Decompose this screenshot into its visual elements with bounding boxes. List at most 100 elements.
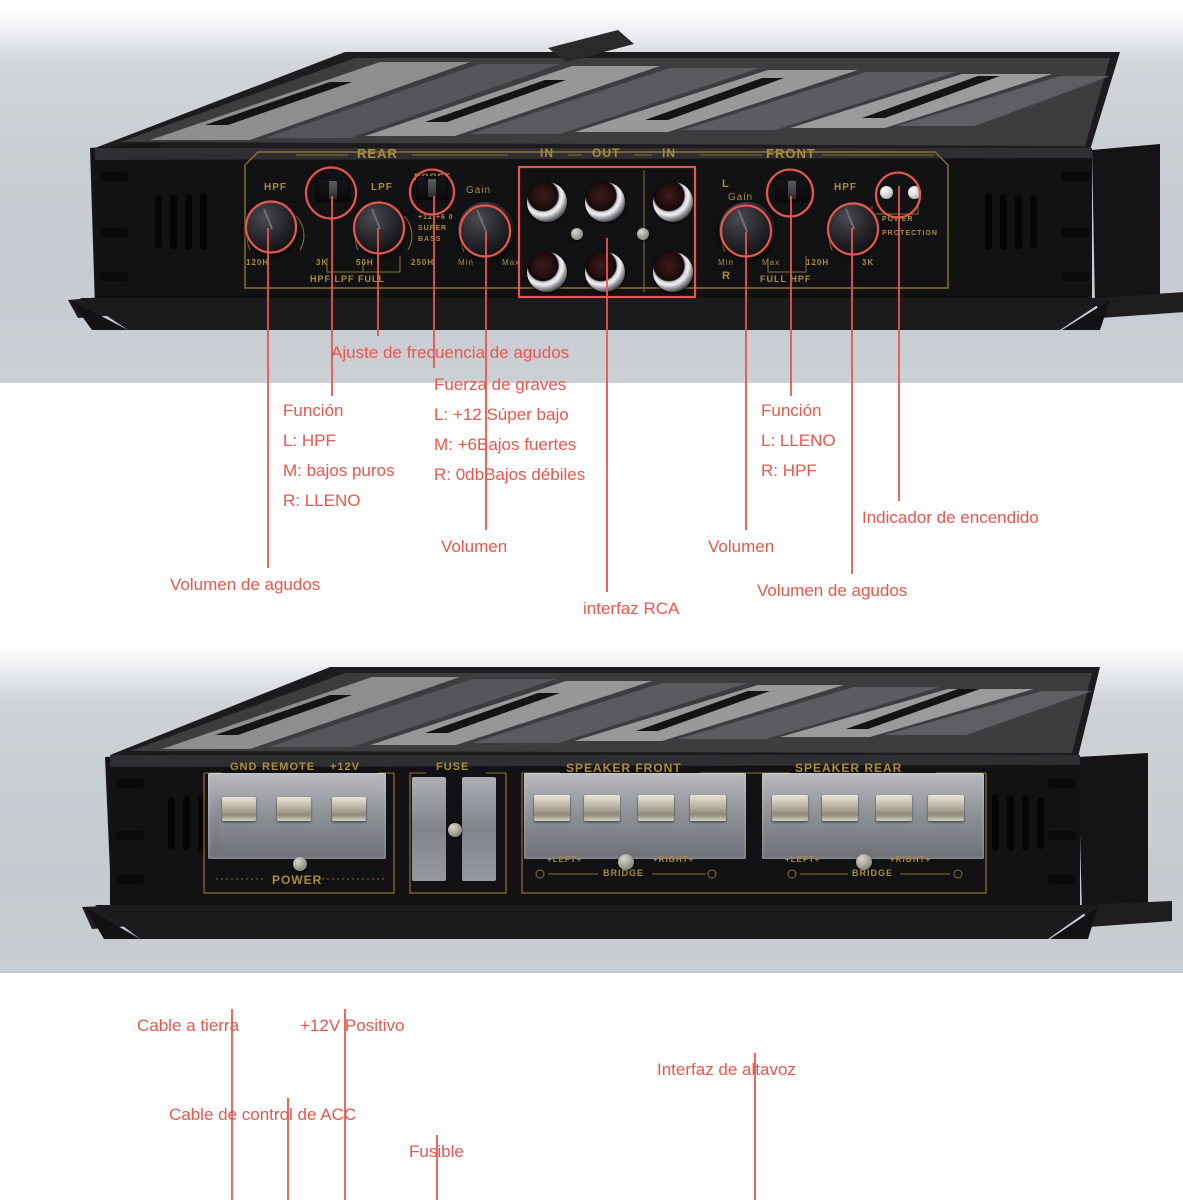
annotation-line: interfaz RCA [583,599,680,618]
annotation-line: L: HPF [283,431,336,450]
annotation-line: Cable a tierra [137,1016,240,1035]
annotation-line: L: +12 Súper bajo [434,405,569,424]
rca-jack-out-right[interactable] [585,252,625,292]
annotation-line: Volumen de agudos [757,581,908,600]
power-block-screw [293,857,307,871]
switch-rear-bass-boost[interactable] [416,176,448,200]
annotation-line: M: bajos puros [283,461,395,480]
annotation-ajuste-de-frecuencia-de-agudos: Ajuste de frecuencia de agudos [331,338,569,367]
panel-screw-right [637,228,649,240]
silk-boost-line1: +12 +6 0 [418,214,454,221]
speaker-rear-left-neg[interactable] [822,795,858,821]
silk-scale-120h-front: 120H [806,258,830,267]
silk-plus12v: +12V [330,761,360,773]
silk-speaker-rear: SPEAKER REAR [795,761,903,775]
rca-jack-rear-in-right[interactable] [527,252,567,292]
rca-jack-rear-in-left[interactable] [527,182,567,222]
silk-scale-max-rear: Max [502,258,521,267]
annotation-line: Función [761,401,822,420]
gnd-terminal-screw[interactable] [222,797,256,821]
switch-front-function[interactable] [775,178,809,202]
silk-in-right: IN [662,146,676,160]
annotation-line: Ajuste de frecuencia de agudos [331,343,570,362]
annotation-cable-a-tierra: Cable a tierra [137,1011,239,1040]
silk-out: OUT [592,146,621,160]
silk-left-front: +LEFT+ [547,855,583,864]
speaker-front-right-pos[interactable] [638,795,674,821]
silk-scale-min-front: Min [718,258,734,267]
silk-power-led-label: POWER [882,216,914,223]
annotation-line: Función [283,401,344,420]
silk-gnd: GND [230,761,258,773]
silk-rear-gain: Gain [466,185,492,196]
annotation-line: +12V Positivo [300,1016,405,1035]
knob-rear-lpf[interactable] [354,202,406,254]
silk-switch-front-positions: FULL HPF [760,274,812,284]
silk-scale-3k-front: 3K [862,258,875,267]
annotation-line: Volumen [441,537,508,556]
speaker-front-left-neg[interactable] [584,795,620,821]
protection-led-indicator [908,186,921,199]
fuse-center-screw [448,823,462,837]
silk-scale-50h: 50H [356,258,374,267]
silk-in-left: IN [540,146,554,160]
annotation-line: Indicador de encendido [862,508,1039,527]
silk-remote: REMOTE [262,761,316,773]
silk-boost-line2: SUPER [418,225,448,232]
silk-speaker-front: SPEAKER FRONT [566,761,682,775]
speaker-rear-block-screw [856,854,872,870]
silk-fuse: FUSE [436,761,470,773]
knob-rear-hpf[interactable] [246,202,298,254]
knob-front-gain[interactable] [719,202,775,258]
amplifier-terminal-panel-photo: GND REMOTE +12V FUSE SPEAKER FRONT SPEAK… [0,645,1183,973]
panel-screw-left [571,228,583,240]
speaker-front-block-screw [618,854,634,870]
annotation-volumen-de-agudos-rear: Volumen de agudos [170,570,320,599]
annotation-mas-12v-positivo: +12V Positivo [300,1011,404,1040]
annotation-line: Cable de control de ACC [169,1105,357,1124]
switch-rear-function[interactable] [316,178,350,202]
speaker-rear-left-pos[interactable] [772,795,808,821]
fuse-holder-right[interactable] [462,777,496,881]
silk-bridge-rear: BRIDGE [852,868,894,878]
rca-jack-front-in-left[interactable] [653,182,693,222]
annotation-line: M: +6Bajos fuertes [434,435,577,454]
annotation-interfaz-rca: interfaz RCA [583,594,679,623]
silk-protection-led-label: PROTECTION [882,230,938,237]
speaker-rear-right-pos[interactable] [876,795,912,821]
amplifier-control-panel-photo: REAR FRONT IN OUT IN HPF LPF BOOST Gain … [0,0,1183,383]
speaker-front-right-neg[interactable] [690,795,726,821]
silk-scale-min-rear: Min [458,258,474,267]
knob-front-hpf[interactable] [828,202,880,254]
annotation-line: Fuerza de graves [434,375,567,394]
annotation-line: R: LLENO [283,491,361,510]
silk-rear-hpf: HPF [264,182,287,193]
rca-jack-out-left[interactable] [585,182,625,222]
annotation-line: L: LLENO [761,431,836,450]
plus12v-terminal-screw[interactable] [332,797,366,821]
silk-scale-3k-rear: 3K [316,258,329,267]
silk-bridge-front: BRIDGE [603,868,645,878]
annotation-fusible: Fusible [409,1137,464,1166]
speaker-rear-right-neg[interactable] [928,795,964,821]
rca-jack-front-in-right[interactable] [653,252,693,292]
silk-power: POWER [272,873,323,887]
annotation-indicador-de-encendido: Indicador de encendido [862,503,1039,532]
silk-rear-lpf: LPF [371,182,393,193]
annotation-line: Volumen de agudos [170,575,321,594]
remote-terminal-screw[interactable] [277,797,311,821]
silk-scale-250h: 250H [411,258,435,267]
annotation-volumen-rear: Volumen [441,532,507,561]
silk-front-hpf: HPF [834,182,857,193]
annotation-cable-de-control-de-acc: Cable de control de ACC [169,1100,356,1129]
silk-rear: REAR [357,146,398,161]
speaker-front-left-pos[interactable] [534,795,570,821]
knob-rear-gain[interactable] [458,202,514,258]
fuse-holder-left[interactable] [412,777,446,881]
annotation-interfaz-de-altavoz: Interfaz de altavoz [657,1055,796,1084]
annotation-line: R: 0dbBajos débiles [434,465,586,484]
annotation-volumen-front: Volumen [708,532,774,561]
silk-right-front: +RIGHT+ [653,855,695,864]
